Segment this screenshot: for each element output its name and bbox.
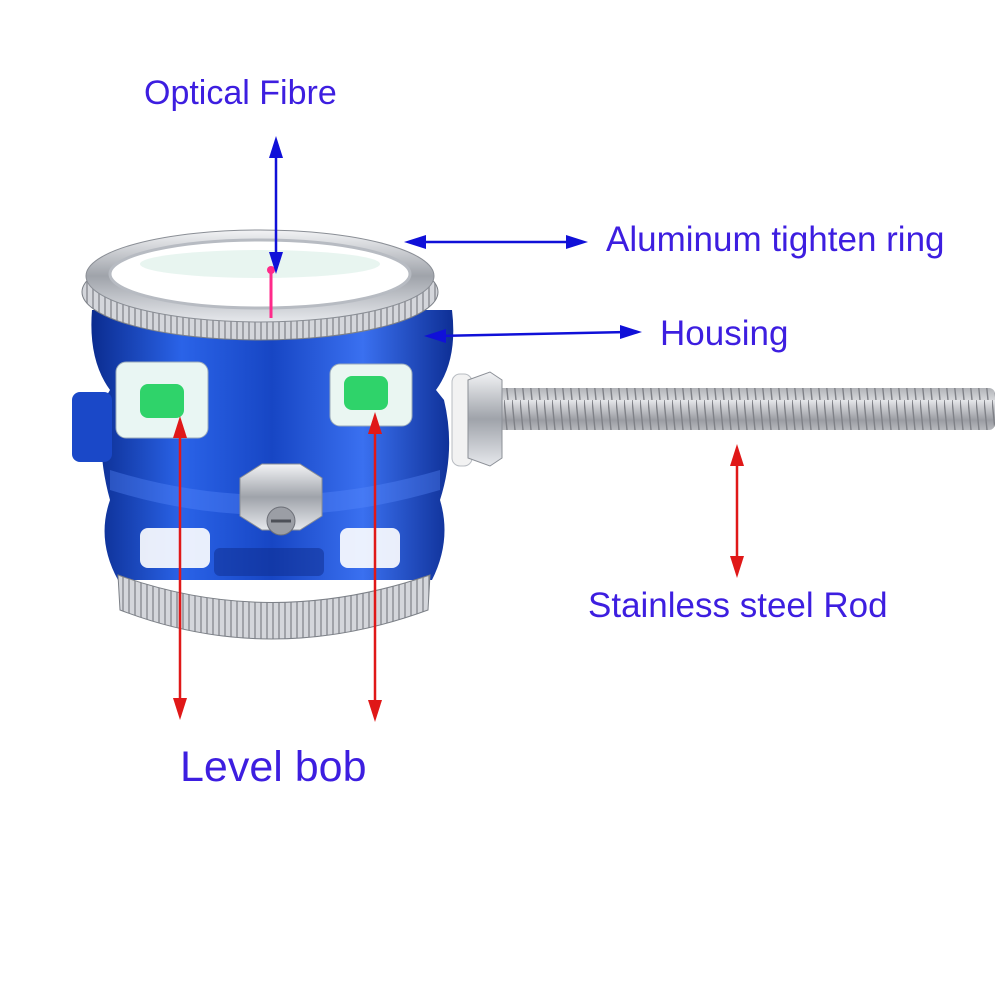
optical-fibre: [267, 266, 275, 318]
label-housing: Housing: [660, 314, 789, 353]
label-stainless-rod: Stainless steel Rod: [588, 586, 888, 625]
arrow-optical-fibre: [269, 136, 283, 274]
label-level-bob: Level bob: [180, 743, 367, 791]
arrow-stainless-rod: [730, 444, 744, 578]
stainless-rod: [495, 388, 995, 430]
arrow-level-bob-left: [173, 416, 187, 720]
arrow-housing: [424, 325, 642, 343]
aluminum-ring: [81, 229, 439, 341]
arrow-aluminum-ring: [404, 235, 588, 249]
housing-body: [72, 310, 454, 580]
label-optical-fibre: Optical Fibre: [144, 74, 337, 112]
rod-nut: [451, 371, 503, 467]
arrow-level-bob-right: [368, 412, 382, 722]
level-window-left: [115, 361, 209, 439]
front-screw: [239, 463, 323, 536]
level-window-right: [329, 363, 413, 427]
bottom-ring: [117, 574, 431, 640]
label-aluminum-ring: Aluminum tighten ring: [606, 220, 945, 259]
